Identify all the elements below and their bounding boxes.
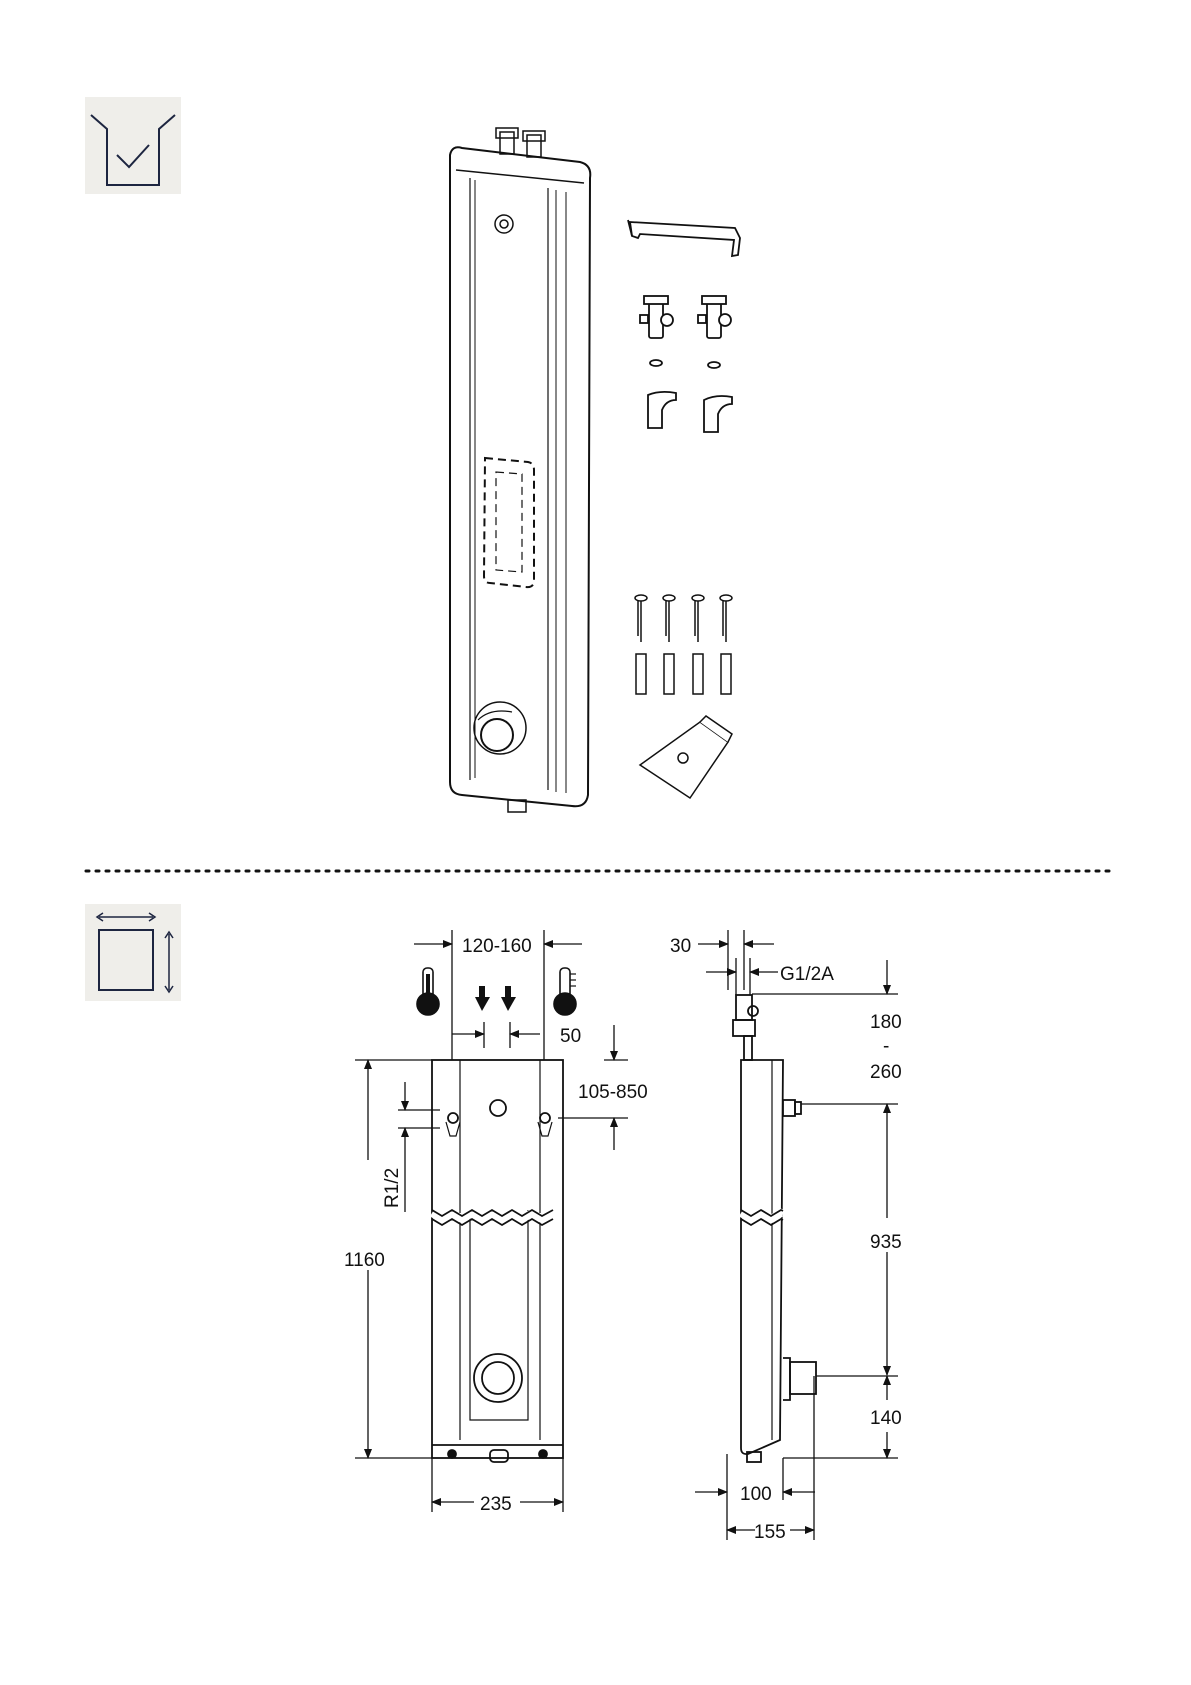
- dim-thread: R1/2: [382, 1168, 403, 1208]
- dim-top-range-sep: -: [883, 1036, 889, 1057]
- front-view: [432, 1060, 563, 1462]
- dim-top-range-a: 180: [870, 1012, 902, 1033]
- dim-total-depth: 155: [754, 1522, 786, 1543]
- dim-top-range-b: 260: [870, 1062, 902, 1083]
- hot-thermometer-icon: [417, 968, 439, 1015]
- dim-offset: 50: [560, 1026, 581, 1047]
- dim-bottom: 140: [870, 1408, 902, 1429]
- cold-thermometer-icon: [554, 968, 576, 1015]
- dim-middle: 935: [870, 1232, 902, 1253]
- flow-arrows-icon: [475, 986, 516, 1011]
- accessory-bag-illustration: [640, 716, 732, 798]
- dim-total-height: 1160: [344, 1250, 385, 1271]
- dim-depth-base: 100: [740, 1484, 772, 1505]
- dim-depth-top: 30: [670, 936, 691, 957]
- dim-connections: 120-160: [462, 936, 532, 957]
- shower-panel-illustration: [450, 128, 590, 812]
- screws-dowels-illustration: [635, 595, 732, 694]
- dim-height-range: 105-850: [578, 1082, 648, 1103]
- side-view: [733, 995, 816, 1462]
- stop-valves-illustration: [640, 296, 732, 432]
- wall-bracket-illustration: [628, 220, 740, 256]
- dim-width: 235: [480, 1494, 512, 1515]
- dim-connector: G1/2A: [780, 964, 834, 985]
